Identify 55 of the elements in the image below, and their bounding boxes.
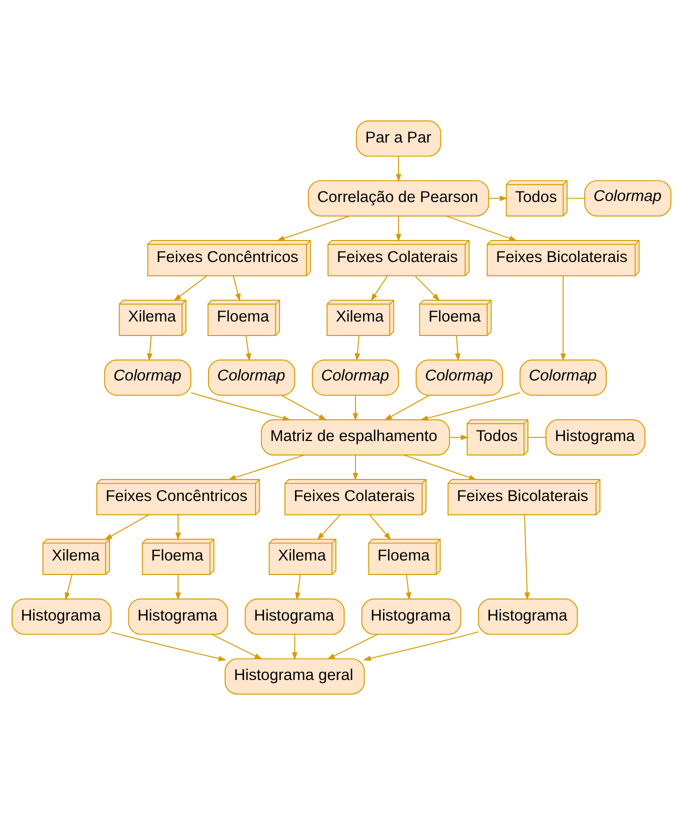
node-box: Histograma geral (224, 658, 365, 694)
arrow (228, 454, 305, 480)
arrow (232, 274, 241, 301)
arrow (295, 574, 301, 600)
arrow (104, 514, 150, 540)
arrow (370, 274, 388, 301)
arrow (455, 334, 460, 361)
arrow (110, 631, 226, 661)
arrow (276, 215, 350, 240)
node-box: Histograma (12, 598, 112, 634)
arrow (352, 454, 358, 480)
arrow (175, 574, 181, 600)
node-box: Histograma (478, 598, 578, 634)
arrow (352, 394, 358, 420)
arrow (211, 633, 262, 659)
arrow (64, 574, 72, 600)
node-box: Colormap (520, 359, 607, 396)
arrow (354, 334, 360, 361)
connector (566, 197, 585, 198)
arrow (281, 394, 327, 420)
arrow (414, 274, 440, 301)
arrow (246, 334, 252, 361)
node-box: Colormap (208, 359, 296, 396)
arrow (174, 274, 208, 301)
arrow (396, 155, 402, 182)
node-box: Par a Par (356, 120, 442, 156)
arrow (420, 392, 520, 420)
arrow (327, 633, 378, 659)
arrow (369, 514, 392, 540)
arrow (363, 630, 479, 660)
node-box: Histograma (361, 598, 462, 634)
connector (528, 436, 546, 438)
node-box: Colormap (104, 359, 192, 396)
node-box: Colormap (584, 180, 672, 216)
node-box: Matriz de espalhamento (260, 418, 450, 455)
node-box: Colormap (312, 359, 400, 396)
arrow (560, 274, 566, 361)
arrow (175, 514, 181, 540)
arrow (396, 215, 402, 242)
node-box: Correlação de Pearson (308, 180, 490, 216)
arrow (292, 633, 298, 660)
arrow (146, 334, 152, 361)
node-box: Histograma (128, 598, 228, 634)
arrow (190, 392, 291, 420)
arrow (446, 215, 518, 240)
arrow (488, 195, 508, 201)
arrow (317, 514, 341, 540)
node-box: Histograma (546, 418, 646, 455)
arrow (524, 514, 530, 600)
arrow (406, 574, 412, 600)
arrow (384, 394, 430, 420)
node-box: Histograma (244, 598, 345, 634)
arrow (404, 454, 477, 480)
arrow (449, 434, 469, 440)
node-box: Colormap (416, 359, 503, 396)
